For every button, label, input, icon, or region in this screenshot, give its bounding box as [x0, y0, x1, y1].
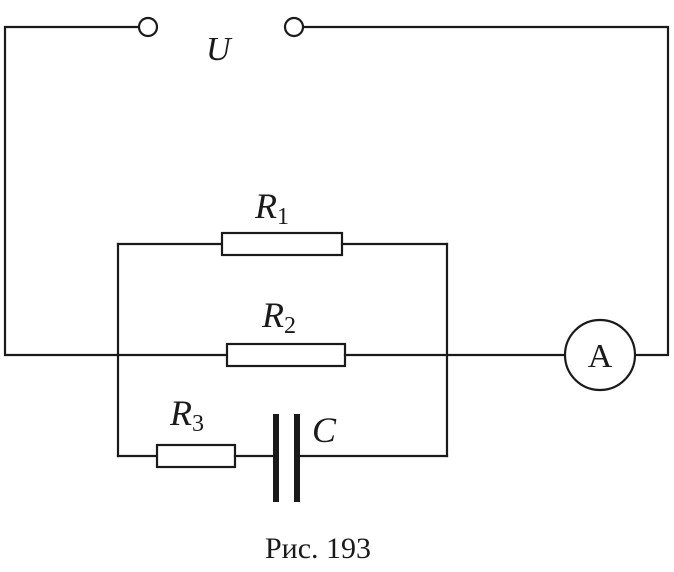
source-terminal-left [137, 16, 159, 38]
figure-caption: Рис. 193 [265, 532, 371, 565]
ammeter-label: A [588, 338, 613, 375]
resistor-r2-label: R2 [261, 295, 296, 339]
capacitor-label: C [312, 410, 337, 450]
resistor-r2 [225, 342, 347, 368]
source-terminal-right [283, 16, 305, 38]
top-right-wire [301, 25, 670, 357]
ammeter [563, 318, 637, 392]
top-left-wire [3, 25, 141, 357]
resistor-r3 [155, 443, 237, 469]
resistor-r3-label: R3 [169, 393, 204, 437]
source-label: U [206, 31, 233, 68]
resistor-r1-label: R1 [254, 186, 289, 230]
resistor-r1 [220, 231, 344, 257]
